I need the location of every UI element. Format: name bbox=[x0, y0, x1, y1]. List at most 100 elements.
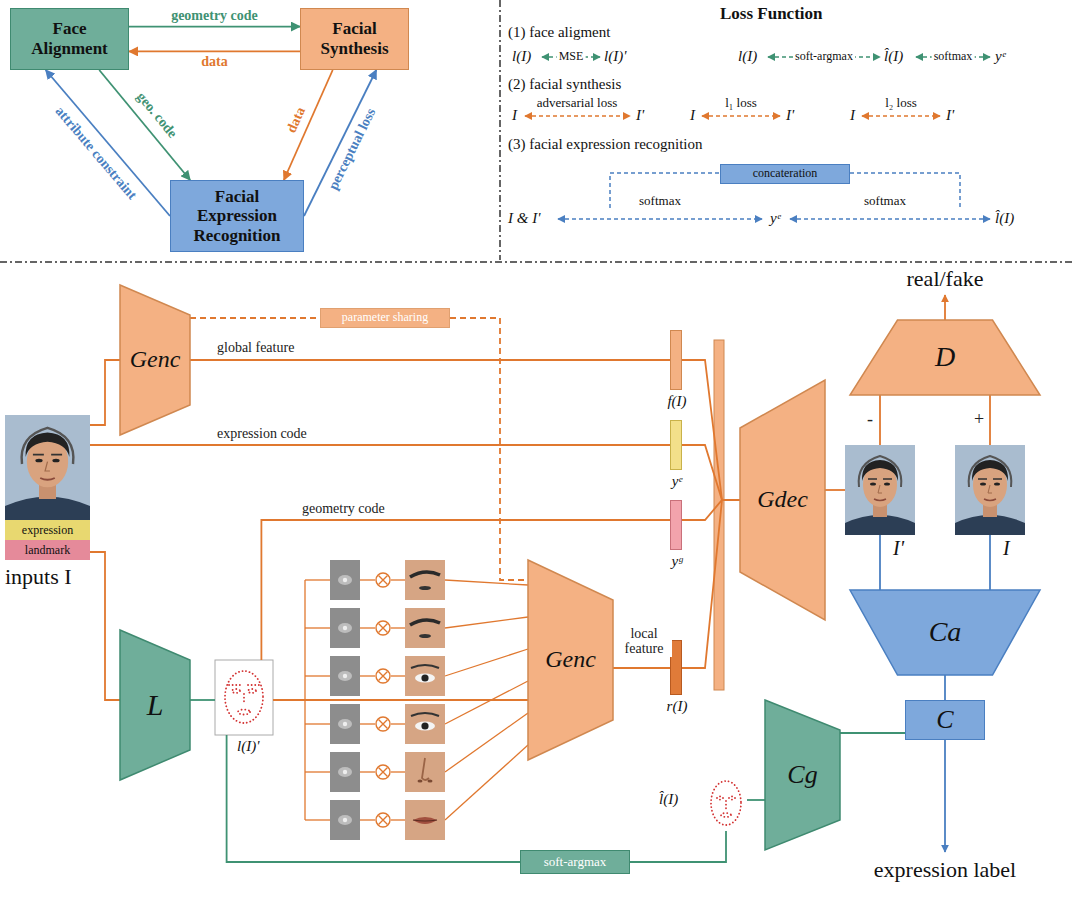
attention-patches bbox=[391, 819, 405, 820]
text-label: softmax bbox=[864, 194, 906, 209]
node-text: l̂(I) bbox=[659, 791, 678, 808]
connector bbox=[682, 360, 740, 500]
connector bbox=[190, 699, 215, 701]
sharing-box: parameter sharing bbox=[320, 308, 450, 328]
connector-label: geo. code bbox=[132, 88, 181, 143]
node-text: expression bbox=[5, 520, 90, 540]
landmark-map bbox=[232, 689, 240, 693]
connector bbox=[190, 317, 320, 319]
attention-patches bbox=[391, 771, 405, 772]
landmark-map bbox=[225, 671, 263, 723]
attention-patches bbox=[360, 579, 375, 580]
attention-patches bbox=[330, 608, 360, 648]
connector bbox=[90, 444, 670, 446]
attention-patches bbox=[405, 752, 445, 792]
attention-patches bbox=[445, 681, 528, 724]
concatenated-feature-bar bbox=[714, 340, 724, 690]
attention-patches bbox=[330, 800, 360, 840]
connector bbox=[682, 500, 740, 668]
node-text: yᵍ bbox=[651, 553, 703, 570]
attention-patches bbox=[445, 649, 528, 676]
node-text: Face Alignment bbox=[11, 19, 128, 58]
connector-label: attribute constraint bbox=[51, 102, 141, 204]
loss-arrow bbox=[790, 218, 990, 220]
connector bbox=[989, 395, 991, 445]
attention-patches bbox=[330, 704, 360, 744]
landmark-map bbox=[711, 781, 741, 825]
text-label: I' bbox=[786, 107, 794, 124]
attention-patches bbox=[376, 573, 390, 587]
text-label: (3) facial expression recognition bbox=[508, 136, 703, 153]
text-label: yᵉ bbox=[770, 210, 781, 227]
connector bbox=[682, 500, 740, 520]
feature-bar: f(I) bbox=[670, 330, 682, 390]
attention-patches bbox=[305, 819, 330, 820]
attention-patches bbox=[391, 723, 405, 724]
node-text: Cg bbox=[784, 760, 820, 790]
loss-arrow bbox=[702, 115, 780, 117]
feature-bar: yᵍ bbox=[670, 500, 682, 550]
face-image bbox=[845, 445, 915, 535]
landmark-map bbox=[215, 660, 273, 735]
text-label: I bbox=[850, 107, 855, 124]
node-text: concateration bbox=[750, 167, 821, 181]
node-text: Facial Synthesis bbox=[301, 19, 408, 58]
process-box: Facial Synthesis bbox=[300, 8, 409, 70]
text-label: MSE bbox=[557, 50, 586, 64]
output-label: real/fake bbox=[907, 266, 984, 291]
face-image bbox=[5, 415, 1025, 560]
text-label: I & I' bbox=[508, 210, 540, 227]
discriminator-block: D bbox=[850, 320, 1040, 395]
face-image: I bbox=[955, 445, 1025, 535]
connector bbox=[630, 831, 726, 862]
attention-patches bbox=[305, 627, 330, 628]
node-text: r(I) bbox=[651, 698, 703, 715]
landmark-map bbox=[238, 710, 250, 715]
attention-patches bbox=[405, 704, 445, 744]
landmark-map bbox=[215, 660, 741, 825]
face-image bbox=[5, 520, 90, 540]
encoder-block: Genc bbox=[528, 560, 613, 760]
node-text: parameter sharing bbox=[339, 311, 431, 325]
face-image bbox=[5, 415, 90, 520]
landmark-map bbox=[729, 796, 735, 799]
block-outline bbox=[765, 700, 840, 850]
attention-patches bbox=[330, 656, 360, 696]
connector bbox=[879, 535, 881, 590]
landmark-map bbox=[717, 796, 723, 799]
attention-patches bbox=[445, 617, 528, 628]
text-label: softmax bbox=[639, 194, 681, 209]
attention-patches bbox=[376, 813, 390, 827]
loss-arrow bbox=[525, 115, 630, 117]
node-text: L bbox=[144, 688, 167, 723]
attention-patches bbox=[360, 675, 375, 676]
block-outline bbox=[740, 380, 825, 620]
node-text: I' bbox=[893, 537, 904, 559]
attention-patches bbox=[330, 752, 360, 792]
classifier-box: C bbox=[905, 700, 985, 740]
connector bbox=[304, 70, 376, 216]
attention-patches bbox=[405, 560, 445, 600]
attention-patches bbox=[445, 745, 528, 820]
divider-line bbox=[0, 0, 1073, 262]
attention-patches bbox=[360, 723, 375, 724]
landmark-map bbox=[725, 801, 727, 809]
face-image bbox=[5, 540, 90, 560]
process-box: soft-argmax bbox=[520, 850, 630, 874]
connector bbox=[825, 489, 845, 491]
block-outline bbox=[120, 630, 190, 780]
attention-patches bbox=[391, 675, 405, 676]
output-arrow bbox=[944, 740, 946, 852]
divider-line bbox=[499, 0, 501, 260]
attention-patches bbox=[330, 560, 360, 600]
attention-patches bbox=[405, 656, 445, 696]
attention-patches bbox=[376, 669, 390, 683]
face-image: I' bbox=[845, 445, 915, 535]
text-label: l₁ loss bbox=[725, 96, 757, 111]
connector bbox=[682, 445, 740, 500]
attention-patches bbox=[391, 579, 405, 580]
text-label: I' bbox=[636, 107, 644, 124]
node-text: Gdec bbox=[754, 486, 811, 514]
text-label: I' bbox=[946, 107, 954, 124]
